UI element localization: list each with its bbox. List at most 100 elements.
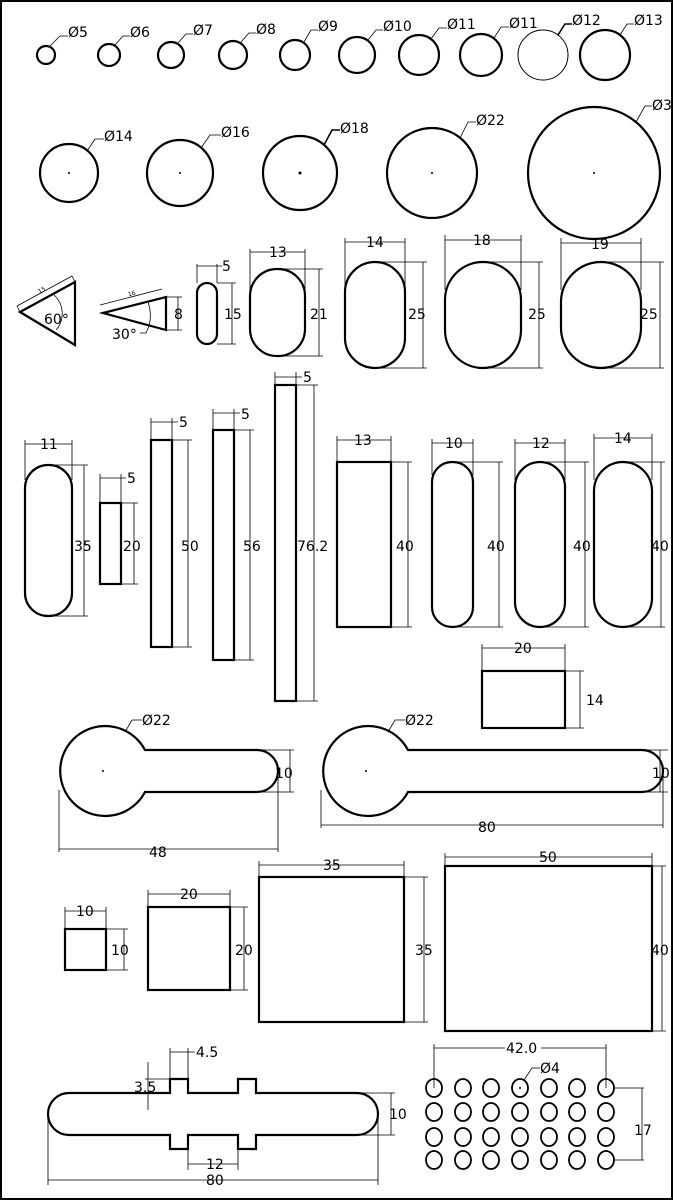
square-10: 10 10 [63,904,129,972]
hole-grid-circles [425,1078,615,1170]
slot-13x21: 13 21 [248,245,328,358]
dim-label: 40 [651,539,669,555]
dim-label: 3.5 [134,1080,156,1096]
rect-5x56: 5 56 [211,407,261,662]
dim-label: 19 [591,237,609,253]
dim-label: Ø8 [256,22,276,38]
dim-label: 11 [40,437,58,453]
dim-label: 13 [354,433,372,449]
dim-label: 35 [323,858,341,874]
dim-label: 80 [206,1173,224,1189]
circle-d30: Ø30 [526,98,673,241]
rect-20x14: 20 14 [480,641,604,730]
dim-label: Ø22 [142,713,171,729]
dim-label: Ø14 [104,129,133,145]
dim-label: Ø11 [509,16,538,32]
dim-label: 10 [445,436,463,452]
dim-label: 5 [241,407,250,423]
dim-label: Ø7 [193,23,213,39]
hole [540,1078,558,1098]
dim-label: 25 [408,307,426,323]
dim-label: 14 [614,431,632,447]
triangle-30: 16 8 30° [98,288,183,343]
hole [511,1078,529,1098]
hole [482,1127,500,1147]
dim-label: Ø22 [476,113,505,129]
dim-label: Ø30 [652,98,673,114]
circle-d22: Ø22 [385,113,505,220]
circles-row1: Ø5 Ø6 Ø7 Ø8 Ø9 Ø10 Ø11 Ø11 Ø12 Ø13 [35,13,663,82]
dim-label: 10 [652,766,670,782]
hole [568,1102,586,1122]
dim-label: 20 [514,641,532,657]
dim-label: 12 [206,1157,224,1173]
dim-label: 15 [37,286,47,296]
dim-label: 42.0 [506,1041,537,1057]
keyhole-48: Ø22 10 48 [58,713,294,861]
hole [540,1102,558,1122]
dim-label: 12 [532,436,550,452]
hole [568,1127,586,1147]
hole [568,1078,586,1098]
dim-label: Ø12 [572,13,601,29]
hole-grid: 42.0 Ø4 17 [425,1040,652,1170]
dim-label: Ø11 [447,17,476,33]
dim-label: 50 [181,539,199,555]
dim-label: Ø6 [130,25,150,41]
dim-label: 20 [235,943,253,959]
circle-d6: Ø6 [96,25,150,68]
dim-label: 5 [303,370,312,386]
slot-14x25: 14 25 [343,235,427,370]
dim-label: 40 [573,539,591,555]
slots-row3: 5 15 13 21 14 25 18 25 19 25 [195,233,664,370]
dim-label: Ø13 [634,13,663,29]
circle-d7: Ø7 [156,23,213,70]
circle-d5: Ø5 [35,25,88,66]
circle-d14: Ø14 [38,129,133,204]
hole [597,1127,615,1147]
circle-d13: Ø13 [578,13,663,82]
slot-11x35: 11 35 [23,437,92,618]
hole [511,1102,529,1122]
dim-label: 18 [473,233,491,249]
tabbed-handle: 4.5 3.5 12 80 10 [46,1045,407,1189]
rect-5x20: 5 20 [98,471,141,586]
hole [454,1127,472,1147]
dim-label: 5 [179,415,188,431]
hole [454,1102,472,1122]
dim-label: 25 [528,307,546,323]
hole [454,1078,472,1098]
slot-12x40: 12 40 [513,436,591,629]
dim-label: 14 [366,235,384,251]
hole [597,1102,615,1122]
hole [482,1102,500,1122]
dim-label: Ø10 [383,19,412,35]
dim-label: 40 [487,539,505,555]
hole [568,1150,586,1170]
dim-label: 8 [174,307,183,323]
circle-d11b: Ø11 [458,16,538,78]
slot-19x25: 19 25 [559,237,664,370]
dim-label: 20 [123,539,141,555]
slot-5x15: 5 15 [195,259,242,346]
circle-d12: Ø12 [517,13,601,81]
dim-label: 40 [651,943,669,959]
hole [540,1150,558,1170]
slot-14x40: 14 40 [592,431,669,629]
rect-5x76.2: 5 76.2 [273,370,328,703]
squares: 10 10 20 20 35 35 50 40 [63,850,669,1033]
circle-d10: Ø10 [337,19,412,75]
dim-label: 21 [310,307,328,323]
dim-label: 16 [127,290,136,299]
dim-label: 17 [634,1123,652,1139]
dim-label: 56 [243,539,261,555]
circles-row2: Ø14 Ø16 Ø18 Ø22 Ø30 [38,98,673,241]
rect-13x40: 13 40 [335,433,414,629]
circle-d16: Ø16 [145,125,250,208]
circle-d8: Ø8 [217,22,276,71]
dim-label: Ø18 [340,121,369,137]
dim-label: 48 [149,845,167,861]
hole [511,1127,529,1147]
